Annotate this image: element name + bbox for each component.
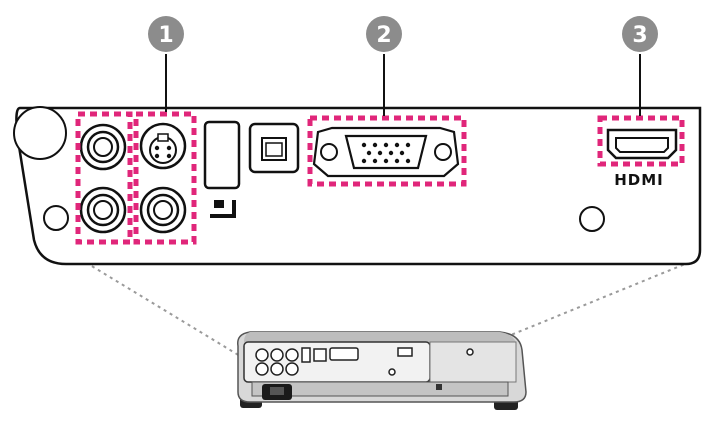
audio-jack-top <box>79 123 127 171</box>
video-jack <box>139 186 187 234</box>
callout-1: 1 <box>148 16 184 52</box>
callout-3: 3 <box>622 16 658 52</box>
highlight-video <box>133 111 197 245</box>
callout-1-number: 1 <box>158 23 173 48</box>
callout-2: 2 <box>366 16 402 52</box>
s-video-port <box>139 122 187 170</box>
screw-hole-left <box>43 205 69 231</box>
vga-pin <box>361 142 367 148</box>
vga-pin <box>383 158 389 164</box>
hdmi-label: HDMI <box>614 171 664 189</box>
projector-bottom-strip <box>251 381 509 397</box>
projector-illustration <box>237 331 527 410</box>
callout-leaders <box>165 54 641 116</box>
usb-b-port <box>248 122 300 174</box>
vga-pin <box>361 158 367 164</box>
vga-pin <box>394 142 400 148</box>
vga-pin <box>405 158 411 164</box>
vga-pin <box>372 142 378 148</box>
audio-jack-bottom <box>79 186 127 234</box>
usb-a-port <box>203 120 241 190</box>
screw-hole-right <box>579 206 605 232</box>
vga-pins <box>361 142 411 164</box>
vga-pin <box>383 142 389 148</box>
callout-2-number: 2 <box>376 23 391 48</box>
highlight-hdmi <box>597 115 685 167</box>
highlight-vga <box>307 115 467 187</box>
vga-pin <box>405 142 411 148</box>
hdmi-port <box>606 128 678 160</box>
vga-pin <box>377 150 383 156</box>
vga-port <box>312 126 460 178</box>
vga-pin <box>394 158 400 164</box>
usb-device-icon <box>210 200 236 218</box>
vga-pin <box>372 158 378 164</box>
vga-pin <box>388 150 394 156</box>
callout-3-number: 3 <box>632 23 647 48</box>
highlight-boxes <box>75 111 685 245</box>
highlight-audio <box>75 111 133 245</box>
panel-hole-large <box>13 106 67 160</box>
vga-pin <box>399 150 405 156</box>
vga-pin <box>366 150 372 156</box>
